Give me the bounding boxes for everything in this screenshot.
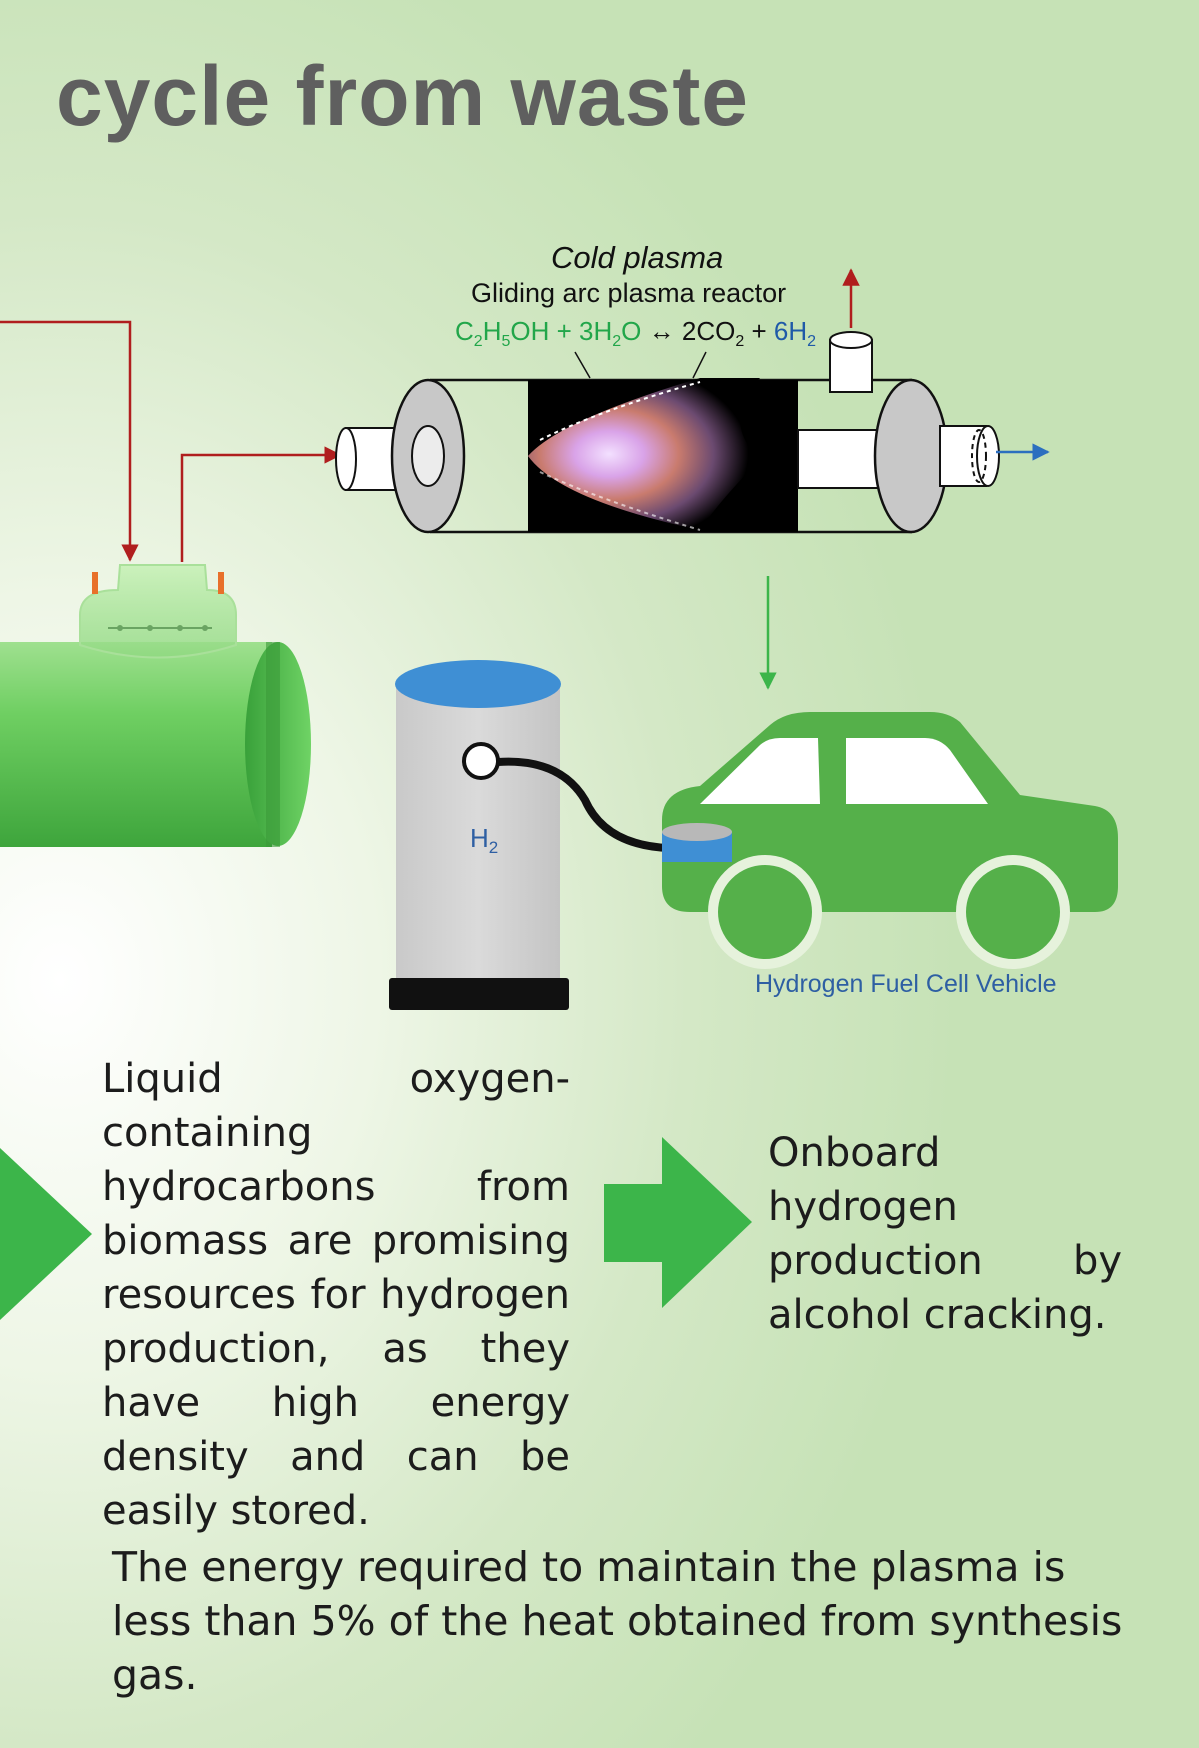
vehicle-label: Hydrogen Fuel Cell Vehicle bbox=[755, 970, 1057, 998]
reactor-mode-label: Cold plasma bbox=[551, 240, 724, 275]
tank-dome bbox=[79, 564, 237, 659]
energy-note: The energy required to maintain the plas… bbox=[112, 1543, 1123, 1699]
page-title: cycle from waste bbox=[56, 49, 750, 143]
process-arrow-middle bbox=[604, 1137, 752, 1308]
onboard-description: Onboard hydrogen production by alcohol c… bbox=[768, 1130, 1122, 1338]
station-top bbox=[395, 660, 561, 708]
eq-reactant-water: 3H2O bbox=[579, 316, 642, 351]
feed-arrows bbox=[0, 268, 860, 562]
eq-product-co2: 2CO2 bbox=[681, 316, 745, 351]
eq-reactant-ethanol: C2H5OH bbox=[455, 316, 550, 351]
biomass-description: Liquid oxygen-containing hydrocarbons fr… bbox=[102, 1056, 570, 1534]
station-h2-label: H2 bbox=[470, 823, 499, 858]
feed-line-to-tank bbox=[0, 320, 139, 562]
eq-plus-1: + bbox=[549, 316, 580, 346]
hydrogen-station bbox=[389, 660, 672, 1010]
reaction-equation: C2H5OH + 3H2O ↔ 2CO2 + 6H2 bbox=[455, 316, 816, 351]
process-arrow-left bbox=[0, 1148, 92, 1320]
plasma-reactor bbox=[335, 331, 1050, 534]
eq-plus-2: + bbox=[744, 316, 774, 346]
fuel-cell-car bbox=[662, 712, 1118, 969]
storage-tank bbox=[0, 564, 311, 847]
fuel-hose bbox=[494, 757, 672, 852]
reactor-name-label: Gliding arc plasma reactor bbox=[471, 278, 787, 308]
feed-line-to-reactor bbox=[180, 446, 342, 562]
hose-nozzle bbox=[462, 742, 500, 780]
eq-arrow: ↔ bbox=[641, 316, 682, 346]
eq-product-h2: 6H2 bbox=[773, 316, 817, 351]
